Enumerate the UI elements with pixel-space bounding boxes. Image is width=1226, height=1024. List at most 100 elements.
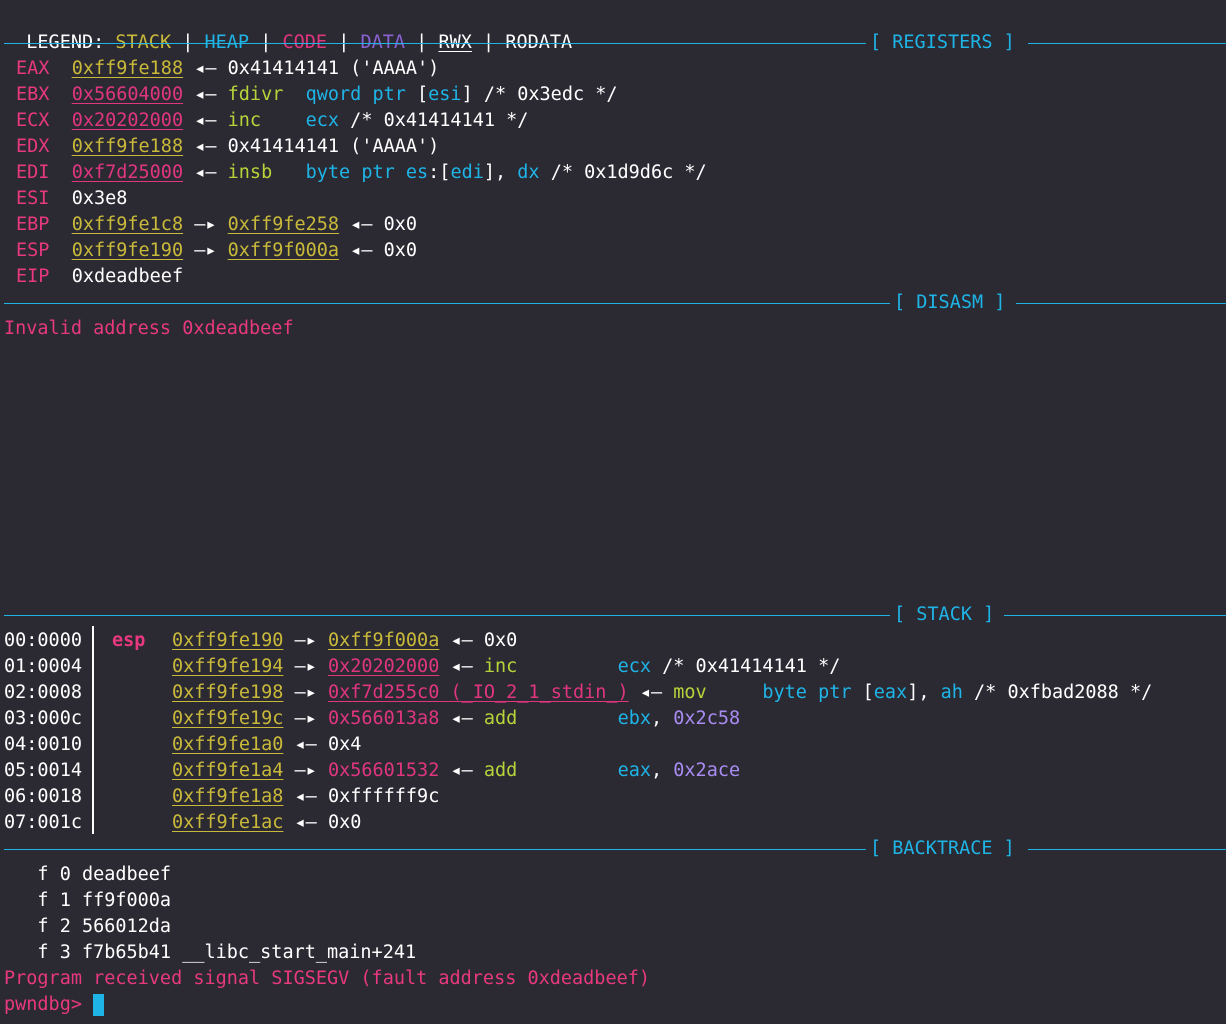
segment-op: byte ptr es — [305, 162, 429, 183]
segment-plain: /* 0x41414141 */ — [339, 110, 529, 131]
segment-stack: 0xff9f000a — [227, 240, 340, 261]
register-row-esp: ESP 0xff9fe190 —▸ 0xff9f000a ◂— 0x0 — [16, 238, 417, 264]
stack-index: 06:0018 — [4, 786, 82, 807]
segment-plain: /* 0x1d9d6c */ — [539, 162, 707, 183]
legend-rodata: RODATA — [505, 32, 573, 53]
disasm-separator: [ DISASM ] — [4, 290, 1226, 316]
segment-mn: inc — [227, 110, 306, 131]
backtrace-frame-0: f 0 deadbeef — [4, 864, 172, 885]
segment-stack: 0xff9fe258 — [227, 214, 340, 235]
stack-address[interactable]: 0xff9fe1a8 — [172, 786, 284, 807]
segment-arrow: —▸ — [283, 656, 328, 677]
prompt-label: pwndbg> — [4, 994, 94, 1015]
segment-code: 0x20202000 — [327, 656, 440, 677]
segment-op: edi — [450, 162, 484, 183]
register-row-eip: EIP 0xdeadbeef — [16, 264, 183, 290]
register-value[interactable]: 0xff9fe190 — [71, 240, 184, 261]
segment-arrow: —▸ — [283, 630, 328, 651]
register-row-eax: EAX 0xff9fe188 ◂— 0x41414141 ('AAAA') — [16, 56, 439, 82]
segment-op: eax — [873, 682, 908, 703]
stack-row: 0xff9fe198 —▸ 0xf7d255c0 (_IO_2_1_stdin_… — [172, 680, 1152, 706]
disasm-title: [ DISASM ] — [894, 292, 1006, 313]
stack-address[interactable]: 0xff9fe1a4 — [172, 760, 284, 781]
segment-op: esi — [428, 84, 462, 105]
stack-address[interactable]: 0xff9fe198 — [172, 682, 284, 703]
stack-address[interactable]: 0xff9fe1ac — [172, 812, 284, 833]
segment-arrow: ◂— — [283, 812, 328, 833]
register-name: ECX — [16, 110, 50, 131]
stack-index: 02:0008 — [4, 682, 82, 703]
register-value[interactable]: 0xf7d25000 — [71, 162, 184, 183]
segment-arrow: ◂— — [339, 214, 384, 235]
stack-address[interactable]: 0xff9fe194 — [172, 656, 284, 677]
legend-label: LEGEND: — [26, 32, 105, 53]
segment-arrow: ◂— — [339, 240, 384, 261]
segment-arrow: ◂— — [183, 84, 228, 105]
segment-plain: 0x4 — [327, 734, 362, 755]
stack-row: 0xff9fe194 —▸ 0x20202000 ◂— inc ecx /* 0… — [172, 654, 840, 680]
backtrace-frame-1: f 1 ff9f000a — [4, 890, 172, 911]
register-row-ebx: EBX 0x56604000 ◂— fdivr qword ptr [esi] … — [16, 82, 618, 108]
stack-separator: [ STACK ] — [4, 602, 1226, 628]
register-value[interactable]: 0x56604000 — [71, 84, 184, 105]
stack-index: 07:001c — [4, 812, 82, 833]
stack-address[interactable]: 0xff9fe1a0 — [172, 734, 284, 755]
segment-plain: 0x0 — [327, 812, 362, 833]
register-value[interactable]: 0x20202000 — [71, 110, 184, 131]
legend-sep: | — [471, 32, 506, 53]
segment-arrow: —▸ — [283, 708, 328, 729]
legend-sep: | — [249, 32, 283, 53]
legend-code: CODE — [282, 32, 328, 53]
segment-arrow: ◂— — [283, 786, 328, 807]
segment-plain: 0x41414141 ('AAAA') — [227, 136, 440, 157]
stack-row: 0xff9fe1a8 ◂— 0xffffff9c — [172, 784, 439, 810]
register-value: 0x3e8 — [71, 188, 128, 209]
segment-plainpad — [562, 656, 618, 677]
stack-title: [ STACK ] — [894, 604, 995, 625]
stack-pointer-label: esp — [112, 630, 146, 651]
register-value[interactable]: 0xff9fe188 — [71, 58, 184, 79]
segment-op: dx — [517, 162, 540, 183]
segment-plain: [ — [417, 84, 429, 105]
register-row-ebp: EBP 0xff9fe1c8 —▸ 0xff9fe258 ◂— 0x0 — [16, 212, 417, 238]
signal-message: Program received signal SIGSEGV (fault a… — [4, 968, 651, 989]
segment-arrow: ◂— — [439, 760, 484, 781]
segment-arrow: ◂— — [439, 708, 484, 729]
register-value[interactable]: 0xff9fe1c8 — [71, 214, 184, 235]
backtrace-frame-2: f 2 566012da — [4, 916, 172, 937]
register-row-esi: ESI 0x3e8 — [16, 186, 127, 212]
register-name: EBX — [16, 84, 50, 105]
register-name: EBP — [16, 214, 50, 235]
segment-mn: mov — [673, 682, 707, 703]
legend-data: DATA — [360, 32, 406, 53]
stack-index: 04:0010 — [4, 734, 82, 755]
register-row-ecx: ECX 0x20202000 ◂— inc ecx /* 0x41414141 … — [16, 108, 528, 134]
separator-rule — [1028, 849, 1226, 850]
segment-arrow: ◂— — [283, 734, 328, 755]
register-name: EDX — [16, 136, 50, 157]
separator-rule — [4, 43, 866, 44]
segment-plain: [ — [862, 682, 874, 703]
segment-mn: inc — [483, 656, 562, 677]
segment-plainpad — [562, 708, 618, 729]
stack-address[interactable]: 0xff9fe19c — [172, 708, 284, 729]
stack-index: 03:000c — [4, 708, 82, 729]
stack-row: 0xff9fe1ac ◂— 0x0 — [172, 810, 361, 836]
segment-arrow: —▸ — [283, 760, 328, 781]
text-cursor[interactable] — [93, 994, 105, 1016]
separator-rule — [4, 303, 890, 304]
backtrace-title: [ BACKTRACE ] — [870, 838, 1015, 859]
segment-plain: 0x0 — [383, 214, 418, 235]
register-value[interactable]: 0xff9fe188 — [71, 136, 184, 157]
segment-plain: 0xffffff9c — [327, 786, 440, 807]
segment-plainpad — [707, 682, 763, 703]
command-prompt[interactable]: pwndbg> — [4, 992, 105, 1018]
segment-op: qword ptr — [305, 84, 418, 105]
legend-sep: | — [405, 32, 439, 53]
disasm-message: Invalid address 0xdeadbeef — [4, 318, 294, 339]
segment-op: ebx — [617, 708, 651, 729]
legend-rwx: RWX — [438, 32, 472, 53]
separator-rule — [1028, 43, 1226, 44]
stack-address[interactable]: 0xff9fe190 — [172, 630, 284, 651]
segment-plain: ], — [483, 162, 518, 183]
